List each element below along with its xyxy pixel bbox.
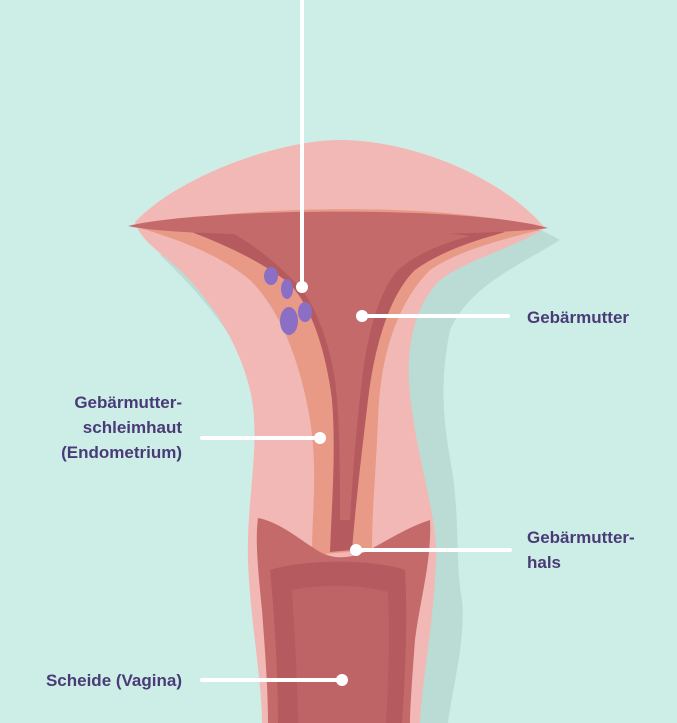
vagina-inner bbox=[292, 586, 389, 723]
leader-dot-vagina bbox=[336, 674, 348, 686]
label-uterus-text: Gebärmutter bbox=[527, 305, 629, 330]
label-cervix-line2: hals bbox=[527, 550, 635, 575]
leader-dot-cervix bbox=[350, 544, 362, 556]
label-vagina: Scheide (Vagina) bbox=[46, 668, 182, 693]
leader-dot-lesion bbox=[296, 281, 308, 293]
label-endometrium: Gebärmutter- schleimhaut (Endometrium) bbox=[61, 390, 182, 465]
lesion bbox=[298, 302, 312, 322]
lesion bbox=[280, 307, 298, 335]
label-cervix: Gebärmutter- hals bbox=[527, 525, 635, 575]
label-endometrium-line2: schleimhaut bbox=[61, 415, 182, 440]
label-uterus: Gebärmutter bbox=[527, 305, 629, 330]
leader-dot-endometrium bbox=[314, 432, 326, 444]
lesion bbox=[264, 267, 278, 285]
lesion bbox=[281, 279, 293, 299]
label-endometrium-line1: Gebärmutter- bbox=[61, 390, 182, 415]
label-cervix-line1: Gebärmutter- bbox=[527, 525, 635, 550]
label-endometrium-line3: (Endometrium) bbox=[61, 440, 182, 465]
leader-dot-uterus bbox=[356, 310, 368, 322]
label-vagina-text: Scheide (Vagina) bbox=[46, 668, 182, 693]
